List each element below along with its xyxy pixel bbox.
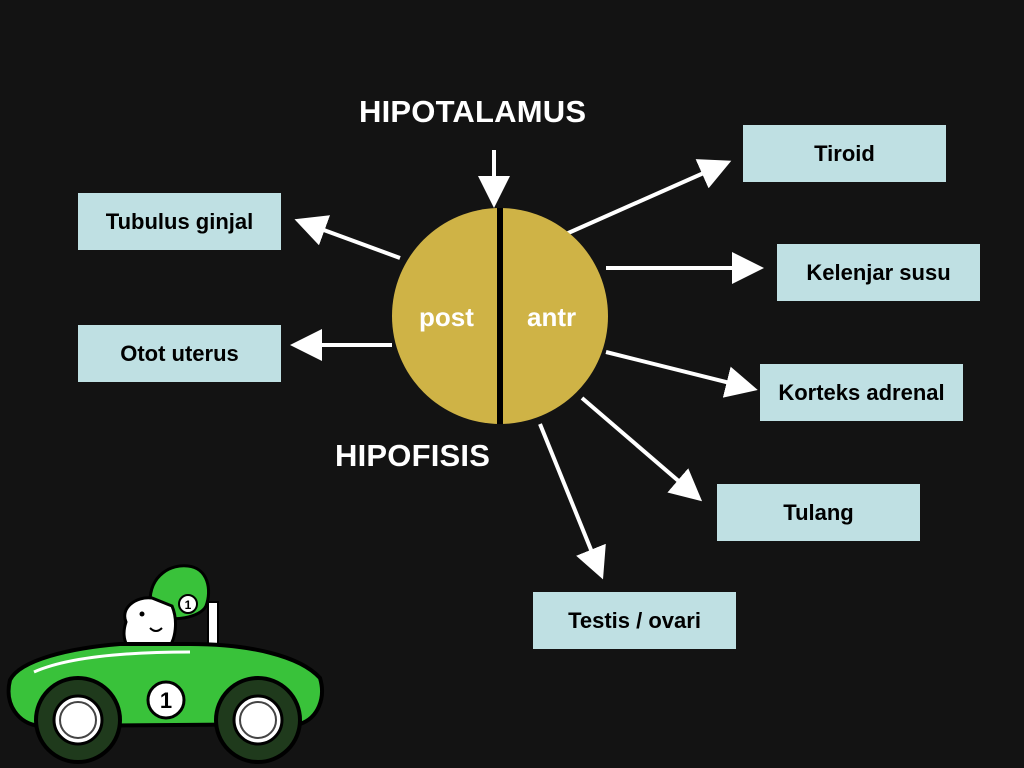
posterior-lobe-label: post: [419, 302, 474, 332]
arrow-to-tiroid: [565, 159, 732, 236]
target-box-korteks-adrenal: Korteks adrenal: [760, 364, 963, 421]
arrow-to-tubulus-ginjal: [294, 215, 401, 260]
target-box-kelenjar-susu: Kelenjar susu: [777, 244, 980, 301]
driver-mouth: [149, 627, 163, 632]
race-car-illustration: 1 1: [6, 564, 324, 764]
rear-wheel: [214, 676, 302, 764]
arrow-to-korteks-adrenal: [605, 350, 758, 398]
helmet-number: 1: [185, 598, 192, 612]
car-number-badge: [146, 680, 186, 720]
hypothalamus-label: HIPOTALAMUS: [359, 94, 587, 129]
target-box-tubulus-ginjal: Tubulus ginjal: [78, 193, 281, 250]
target-box-testis-ovari: Testis / ovari: [533, 592, 736, 649]
driver-face: [122, 596, 177, 654]
arrow-to-tulang: [580, 396, 703, 502]
target-box-tulang: Tulang: [717, 484, 920, 541]
car-body-highlight: [33, 650, 191, 674]
front-wheel: [34, 676, 122, 764]
driver-eye: [139, 611, 145, 617]
arrow-to-testis-ovari: [538, 423, 606, 580]
target-box-otot-uterus: Otot uterus: [78, 325, 281, 382]
anterior-lobe-label: antr: [527, 302, 577, 332]
hypophysis-label: HIPOFISIS: [335, 438, 491, 473]
target-box-tiroid: Tiroid: [743, 125, 946, 182]
car-number: 1: [160, 688, 172, 713]
helmet-number-badge: [178, 594, 198, 614]
